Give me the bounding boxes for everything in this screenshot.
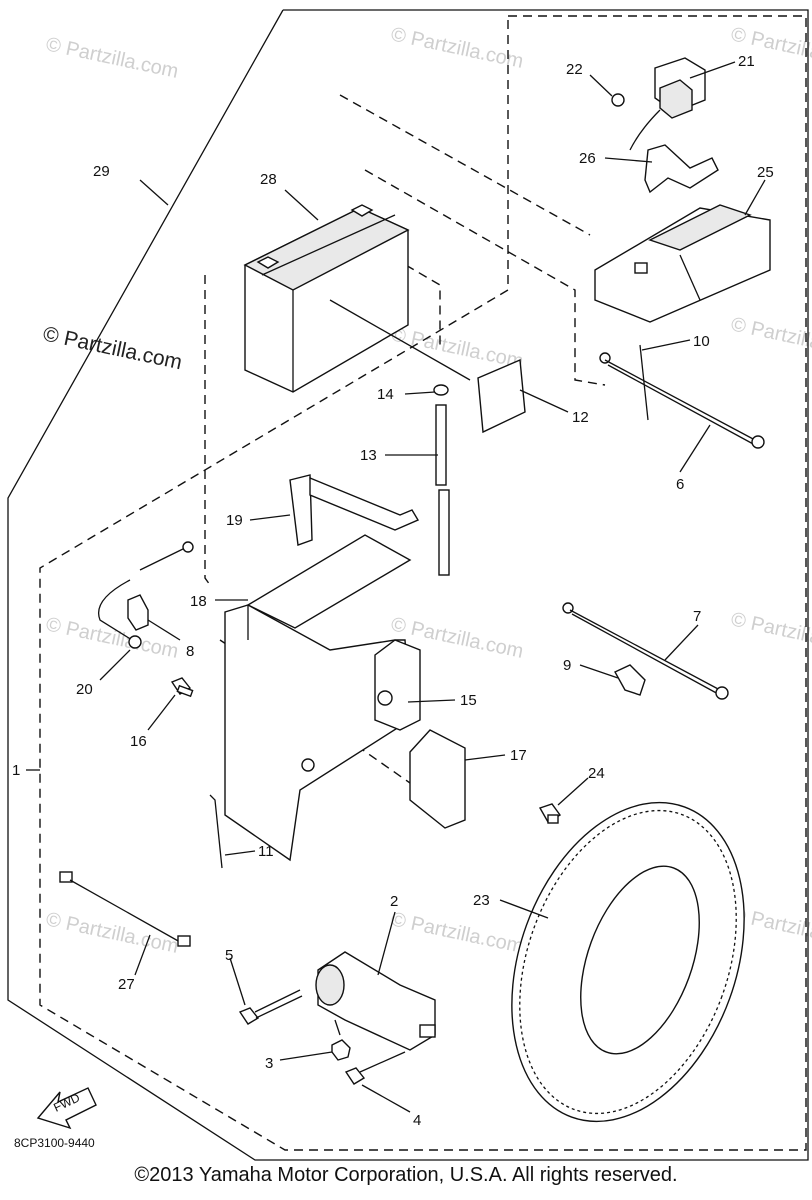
plate xyxy=(409,729,466,829)
battery-cable xyxy=(599,344,765,449)
callout-16: 16 xyxy=(130,733,147,750)
callout-24: 24 xyxy=(588,765,605,782)
callout-5: 5 xyxy=(225,947,233,964)
watermark: © Partzilla.com xyxy=(389,908,525,958)
bolt-5 xyxy=(238,989,303,1025)
band xyxy=(209,794,223,869)
callout-8: 8 xyxy=(186,643,194,660)
watermark: © Partzilla.com xyxy=(44,908,180,958)
watermark: © Partzilla.com xyxy=(44,33,180,83)
nut xyxy=(331,1039,351,1061)
callout-18: 18 xyxy=(190,593,207,610)
breather-pipe xyxy=(433,384,450,576)
watermark: © Partzilla.com xyxy=(44,613,180,663)
cover-plate xyxy=(477,358,526,434)
callout-29: 29 xyxy=(93,163,110,180)
callout-10: 10 xyxy=(693,333,710,350)
callout-14: 14 xyxy=(377,386,394,403)
bolt-24 xyxy=(538,803,562,824)
fuse-cover xyxy=(594,204,771,323)
callout-26: 26 xyxy=(579,150,596,167)
callout-3: 3 xyxy=(265,1055,273,1072)
starter-motor xyxy=(315,951,436,1051)
callout-20: 20 xyxy=(76,681,93,698)
callout-13: 13 xyxy=(360,447,377,464)
callout-4: 4 xyxy=(413,1112,421,1129)
callout-23: 23 xyxy=(473,892,490,909)
callout-25: 25 xyxy=(757,164,774,181)
diagram-code: 8CP3100-9440 xyxy=(14,1136,95,1150)
watermark: © Partzilla.com xyxy=(389,323,525,373)
callout-9: 9 xyxy=(563,657,571,674)
callout-21: 21 xyxy=(738,53,755,70)
bolt-4 xyxy=(344,1051,406,1085)
callout-17: 17 xyxy=(510,747,527,764)
sheet xyxy=(246,534,412,629)
inner-frame xyxy=(39,15,807,1151)
leader-lines xyxy=(26,61,766,1113)
callout-11: 11 xyxy=(258,843,274,860)
lead-27 xyxy=(59,871,191,947)
battery-cable-2 xyxy=(562,602,729,700)
callout-19: 19 xyxy=(226,512,243,529)
lead-wire xyxy=(98,541,194,649)
fwd-arrow-icon: FWD xyxy=(36,1087,97,1130)
callout-2: 2 xyxy=(390,893,398,910)
callout-27: 27 xyxy=(118,976,135,993)
callout-1: 1 xyxy=(12,762,20,779)
outer-frame xyxy=(7,9,809,1161)
relay xyxy=(611,57,706,151)
watermark: © Partzilla.com xyxy=(389,23,525,73)
rotor xyxy=(511,801,745,1123)
copyright-notice: ©2013 Yamaha Motor Corporation, U.S.A. A… xyxy=(134,1164,678,1186)
callout-6: 6 xyxy=(676,476,684,493)
battery-band xyxy=(289,474,420,546)
battery xyxy=(243,204,471,393)
callout-15: 15 xyxy=(460,692,477,709)
bracket xyxy=(644,144,719,194)
bolt xyxy=(170,677,194,698)
watermark: © Partzilla.com xyxy=(729,608,812,658)
battery-box xyxy=(224,604,421,862)
callout-12: 12 xyxy=(572,409,589,426)
callout-28: 28 xyxy=(260,171,277,188)
callout-7: 7 xyxy=(693,608,701,625)
callout-labels: 1 2 3 4 5 6 7 8 9 10 11 12 13 14 15 16 1… xyxy=(12,53,774,1129)
callout-22: 22 xyxy=(566,61,583,78)
watermark-main: © Partzilla.com xyxy=(41,322,184,374)
watermark: © Partzilla.com xyxy=(729,313,812,363)
